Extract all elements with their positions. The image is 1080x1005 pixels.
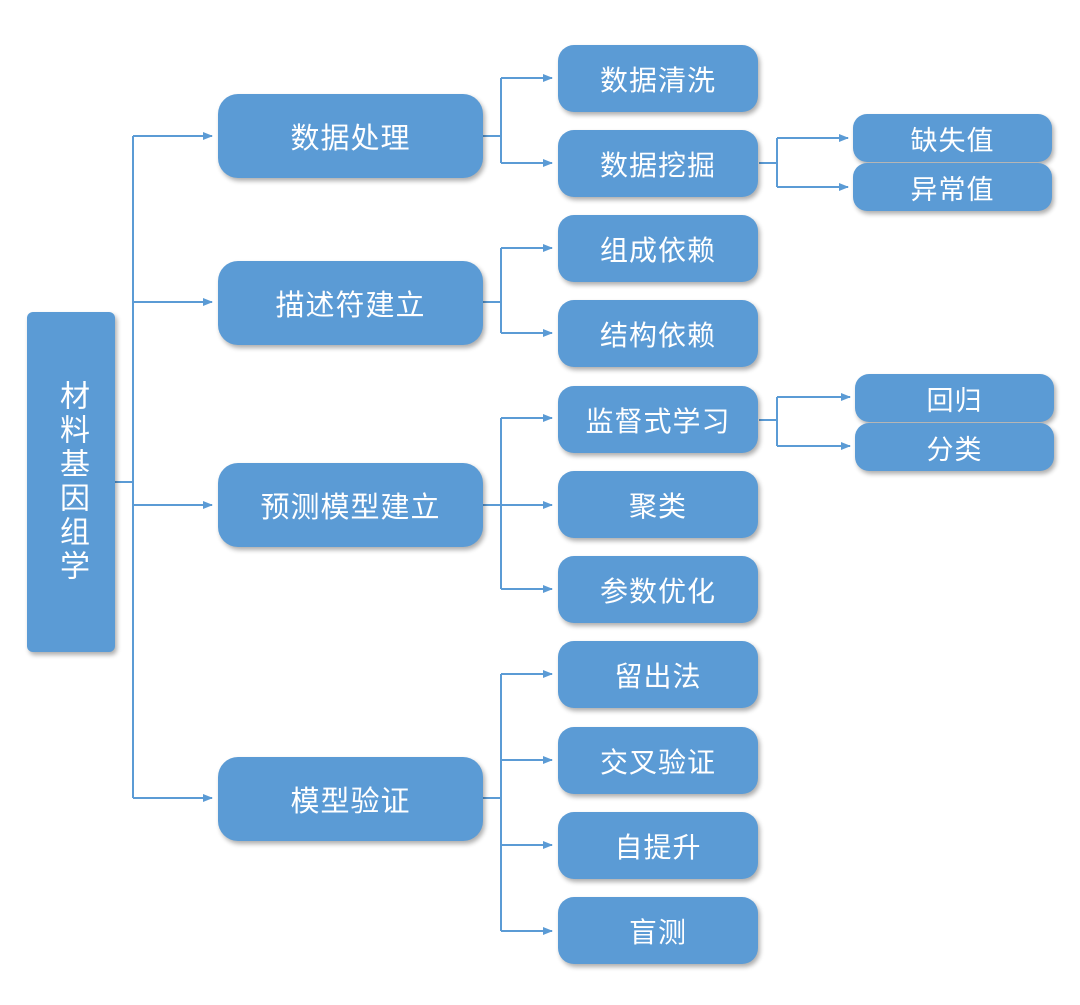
- node-label: 数据清洗: [599, 63, 716, 97]
- node-label: 预测模型建立: [260, 490, 441, 524]
- connector-model-validation-trunk: [483, 674, 502, 931]
- node-label: 异常值: [910, 174, 995, 206]
- node-label: 盲测: [628, 915, 687, 949]
- node-label: 数据挖掘: [599, 148, 716, 182]
- connector-root-trunk: [115, 136, 134, 798]
- node-supervised-learning: 监督式学习: [558, 386, 758, 453]
- connector-data-processing-trunk: [483, 78, 502, 163]
- node-label: 自提升: [614, 830, 702, 864]
- node-model-validation: 模型验证: [218, 757, 483, 841]
- node-classification: 分类: [855, 423, 1054, 471]
- node-data-cleaning: 数据清洗: [558, 45, 758, 112]
- node-label: 缺失值: [910, 125, 995, 157]
- node-data-mining: 数据挖掘: [558, 130, 758, 197]
- connector-descriptor-trunk: [483, 248, 502, 333]
- node-label: 模型验证: [290, 784, 411, 818]
- node-label: 数据处理: [290, 121, 411, 155]
- node-label: 参数优化: [599, 574, 716, 608]
- node-composition-dependence: 组成依赖: [558, 215, 758, 282]
- node-outliers: 异常值: [853, 163, 1052, 211]
- node-descriptor-building: 描述符建立: [218, 261, 483, 345]
- connector-supervised-trunk: [759, 397, 778, 446]
- node-data-processing: 数据处理: [218, 94, 483, 178]
- connector-model-building-trunk: [483, 418, 502, 589]
- node-label: 回归: [926, 385, 983, 417]
- root-node: 材料基因组学: [27, 312, 115, 652]
- node-blind-test: 盲测: [558, 897, 758, 964]
- node-clustering: 聚类: [558, 471, 758, 538]
- node-bootstrap: 自提升: [558, 812, 758, 879]
- node-label: 描述符建立: [275, 288, 426, 322]
- node-prediction-model-building: 预测模型建立: [218, 463, 483, 547]
- node-label: 监督式学习: [585, 404, 731, 438]
- node-holdout: 留出法: [558, 641, 758, 708]
- root-label: 材料基因组学: [54, 380, 90, 584]
- node-cross-validation: 交叉验证: [558, 727, 758, 794]
- node-label: 结构依赖: [599, 318, 716, 352]
- node-label: 分类: [926, 434, 983, 466]
- node-missing-values: 缺失值: [853, 114, 1052, 162]
- node-label: 聚类: [628, 489, 687, 523]
- node-label: 留出法: [614, 659, 702, 693]
- node-label: 交叉验证: [599, 745, 716, 779]
- connector-data-mining-trunk: [759, 138, 778, 187]
- node-label: 组成依赖: [599, 233, 716, 267]
- node-regression: 回归: [855, 374, 1054, 422]
- node-structure-dependence: 结构依赖: [558, 300, 758, 367]
- node-parameter-optimization: 参数优化: [558, 556, 758, 623]
